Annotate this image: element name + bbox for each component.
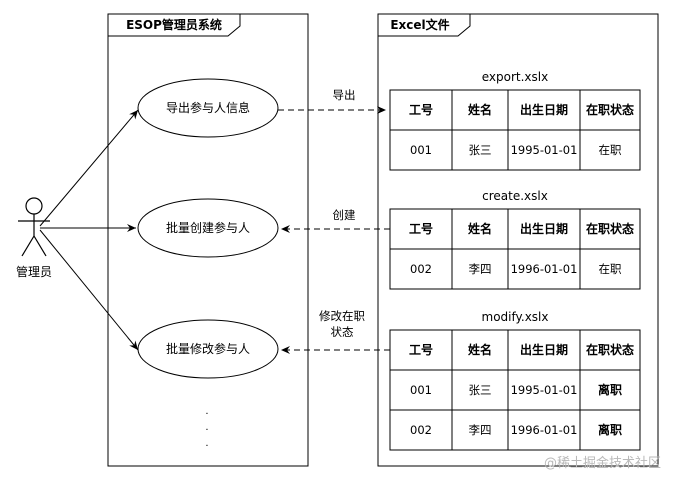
table-header-cell: 在职状态 xyxy=(586,221,634,236)
ellipsis-dot: . xyxy=(205,406,208,417)
table-cell: 1995-01-01 xyxy=(511,143,578,157)
table-header-cell: 工号 xyxy=(409,342,433,357)
actor-label: 管理员 xyxy=(16,264,52,279)
actor-figure xyxy=(18,197,50,257)
table-header-cell: 出生日期 xyxy=(520,342,568,357)
table-frame xyxy=(389,329,641,451)
table-cell: 张三 xyxy=(469,383,492,397)
arrow-label-export: 导出 xyxy=(333,88,356,102)
table-cell: 离职 xyxy=(598,422,622,437)
table-cell: 1996-01-01 xyxy=(511,262,578,276)
table-cell: 001 xyxy=(410,383,432,397)
excel-table: modify.xslx 工号 姓名 出生日期 在职状态 001 张三 1995-01-01 离职… xyxy=(389,310,641,451)
arrow-label-create: 创建 xyxy=(333,208,356,222)
use-case-create[interactable]: 批量创建参与人 xyxy=(137,198,279,258)
use-case-label: 批量修改参与人 xyxy=(166,341,250,356)
excel-title: Excel文件 xyxy=(390,17,449,32)
table-header-cell: 出生日期 xyxy=(520,102,568,117)
excel-table: export.xslx 工号 姓名 出生日期 在职状态 001 张三 1995-01-01 在职 xyxy=(389,70,641,171)
watermark-text: @稀土掘金技术社区 xyxy=(543,456,661,471)
arrow-label-modify-line2: 状态 xyxy=(331,325,354,339)
table-header-cell: 在职状态 xyxy=(586,102,634,117)
excel-table: create.xslx 工号 姓名 出生日期 在职状态 002 李四 1996-01-01 在职 xyxy=(389,189,641,290)
table-cell: 002 xyxy=(410,262,432,276)
file-arrows xyxy=(278,106,390,354)
use-case-label: 批量创建参与人 xyxy=(166,220,250,235)
table-cell: 001 xyxy=(410,143,432,157)
table-cell: 002 xyxy=(410,423,432,437)
table-cell: 离职 xyxy=(598,382,622,397)
table-cell: 在职 xyxy=(599,262,622,276)
table-cell: 1996-01-01 xyxy=(511,423,578,437)
ellipsis-dot: . xyxy=(205,438,208,449)
use-case-export[interactable]: 导出参与人信息 xyxy=(137,78,279,138)
table-cell: 李四 xyxy=(469,262,492,276)
table-header-cell: 姓名 xyxy=(468,342,492,357)
table-filename: create.xslx xyxy=(482,189,548,203)
assoc-export xyxy=(39,109,139,227)
table-cell: 李四 xyxy=(469,423,492,437)
table-header-cell: 工号 xyxy=(409,102,433,117)
table-header-cell: 工号 xyxy=(409,221,433,236)
table-filename: modify.xslx xyxy=(482,310,549,324)
table-header-cell: 姓名 xyxy=(468,102,492,117)
use-case-label: 导出参与人信息 xyxy=(166,100,250,115)
table-cell: 张三 xyxy=(469,143,492,157)
arrow-label-modify-line1: 修改在职 xyxy=(319,309,365,323)
actor-associations xyxy=(39,109,139,351)
table-header-cell: 出生日期 xyxy=(520,221,568,236)
table-header-cell: 姓名 xyxy=(468,221,492,236)
table-filename: export.xslx xyxy=(482,70,548,84)
table-header-cell: 在职状态 xyxy=(586,342,634,357)
ellipsis-dot: . xyxy=(205,422,208,433)
system-title: ESOP管理员系统 xyxy=(126,17,222,32)
use-case-modify[interactable]: 批量修改参与人 xyxy=(137,319,279,379)
table-cell: 在职 xyxy=(599,143,622,157)
assoc-modify xyxy=(39,229,139,351)
actor-head-icon xyxy=(25,197,43,215)
table-cell: 1995-01-01 xyxy=(511,383,578,397)
